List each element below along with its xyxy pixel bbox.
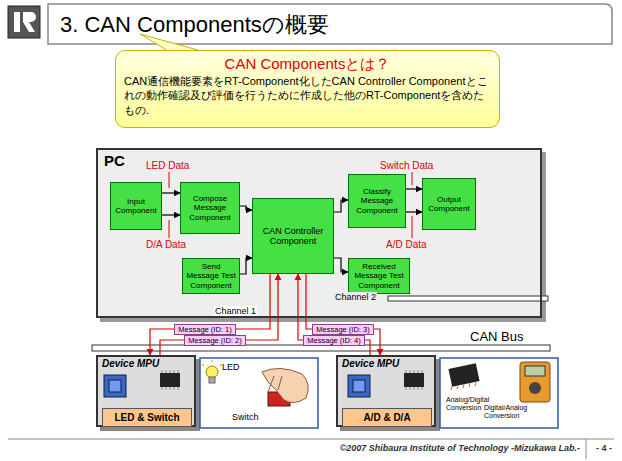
port-connector xyxy=(334,258,348,272)
component-box: Compose Message Component xyxy=(180,182,240,234)
ad-da-panel xyxy=(440,358,558,428)
node-title: Output Component xyxy=(425,195,473,213)
io-box: LED & Switch xyxy=(102,408,192,427)
node-title: Classify Message Component xyxy=(351,187,403,215)
signal-name: Switch Data xyxy=(380,160,433,171)
node-title: CAN Controller Component xyxy=(255,226,331,247)
footer-line xyxy=(8,439,614,440)
message-label: Message (ID: 1) xyxy=(174,324,235,335)
node-title: Send Message Test Component xyxy=(185,262,237,290)
title-frame xyxy=(8,4,612,44)
component-box: Send Message Test Component xyxy=(182,258,240,294)
port-connector xyxy=(240,258,252,274)
node-body: CAN通信機能要素をRT-Component化したCAN Controller … xyxy=(124,74,491,117)
node-title: Received Message Test Component xyxy=(351,262,407,290)
signal-name: D/A Data xyxy=(146,239,186,250)
component-box: Classify Message Component xyxy=(348,174,406,228)
can-bus-line xyxy=(92,345,550,351)
adc-chip xyxy=(448,363,479,390)
led-switch-panel xyxy=(200,358,318,428)
mpu-fill xyxy=(336,355,436,427)
component-box: Received Message Test Component xyxy=(348,258,410,294)
io-box: A/D & D/A xyxy=(342,408,432,427)
logo-mark xyxy=(14,12,36,32)
switch-hand xyxy=(262,368,308,406)
message-label: Message (ID: 4) xyxy=(303,335,364,346)
node-title: A/D & D/A xyxy=(363,412,410,423)
logo xyxy=(8,6,40,38)
channel-name: Channel 2 xyxy=(334,292,377,302)
title-border xyxy=(48,4,612,44)
node-title: CAN Componentsとは？ xyxy=(124,55,491,74)
pc-fill xyxy=(96,148,542,318)
device-box: Device MPU A/D & D/A xyxy=(336,355,436,427)
signal-name: LED Data xyxy=(146,160,189,171)
node-title: Device MPU xyxy=(342,358,430,369)
component-box: Input Component xyxy=(110,182,162,230)
message-label: Message (ID: 2) xyxy=(184,335,245,346)
port-connector xyxy=(162,214,180,215)
multimeter xyxy=(520,362,550,402)
node-title: LED & Switch xyxy=(114,412,179,423)
node-title: Device MPU xyxy=(102,358,190,369)
port-connector xyxy=(406,211,422,212)
page-number: - 4 - xyxy=(596,443,612,453)
component-box: CAN Controller Component xyxy=(252,198,334,274)
node-title: Compose Message Component xyxy=(183,194,237,222)
footer-divider xyxy=(586,439,587,459)
bus-name: CAN Bus xyxy=(470,329,523,344)
led-bulb xyxy=(202,360,222,383)
component-box: Output Component xyxy=(422,178,476,230)
callout-box: CAN Componentsとは？CAN通信機能要素をRT-Component化… xyxy=(115,50,500,128)
slide-title: 3. CAN Componentsの概要 xyxy=(60,10,329,40)
port-connector xyxy=(240,206,252,210)
mpu-fill xyxy=(96,355,196,427)
copyright: ©2007 Shibaura Institute of Technology -… xyxy=(340,443,580,453)
signal-name: A/D Data xyxy=(386,239,427,250)
port-connector xyxy=(406,188,422,189)
pc-box: PCInput ComponentCompose Message Compone… xyxy=(96,148,542,318)
node-title: Input Component xyxy=(113,197,159,215)
channel-name: Channel 1 xyxy=(214,306,257,316)
port-connector xyxy=(334,200,348,212)
part-name: LED xyxy=(222,362,240,372)
port-connector xyxy=(162,192,180,193)
part-name: Digital/Analog Conversion xyxy=(484,404,532,419)
message-label: Message (ID: 3) xyxy=(312,324,373,335)
part-name: Switch xyxy=(232,412,259,422)
device-box: Device MPU LED & Switch xyxy=(96,355,196,427)
channel-2-line xyxy=(388,296,548,301)
